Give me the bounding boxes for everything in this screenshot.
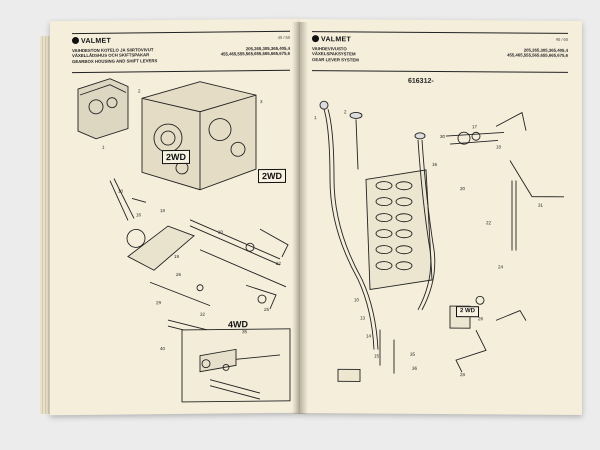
tag-2wd-upper: 2WD — [162, 149, 190, 165]
svg-text:35: 35 — [242, 329, 248, 334]
label-4wd: 4WD — [228, 319, 248, 330]
svg-text:2: 2 — [138, 88, 141, 93]
callout-numbers: 1 2 10 13 14 15 16 17 18 20 22 24 26 28 30 31 35 36 — [314, 109, 544, 377]
small-housing-drawing — [77, 78, 129, 140]
svg-text:10: 10 — [354, 297, 360, 302]
svg-text:14: 14 — [366, 333, 372, 338]
svg-text:18: 18 — [496, 144, 502, 149]
svg-text:26: 26 — [478, 316, 484, 321]
svg-text:15: 15 — [374, 354, 380, 359]
svg-text:20: 20 — [460, 186, 466, 191]
svg-text:29: 29 — [156, 300, 162, 305]
page-stack-edge — [40, 36, 52, 414]
tag-2wd: 2 WD — [456, 306, 479, 318]
svg-text:18: 18 — [160, 208, 166, 213]
gate-disc-stack-drawing — [349, 111, 433, 291]
svg-text:28: 28 — [460, 372, 466, 377]
svg-text:17: 17 — [472, 124, 478, 129]
svg-text:31: 31 — [538, 203, 544, 208]
svg-text:36: 36 — [412, 366, 418, 371]
left-page: VALMET 40 / 50 VAIHDESTON KOTELO JA SIIR… — [50, 18, 300, 416]
svg-text:26: 26 — [176, 272, 182, 277]
svg-text:2: 2 — [344, 109, 347, 114]
range-lever-drawing — [414, 132, 436, 311]
right-page: VALMET 40 / 60 VAIHDEVIVUSTO VÄXELSPAKSY… — [300, 19, 582, 415]
gear-lever-drawing — [319, 100, 379, 350]
svg-text:1: 1 — [314, 115, 317, 120]
svg-text:22: 22 — [486, 220, 492, 225]
svg-text:10: 10 — [118, 189, 124, 194]
svg-text:1: 1 — [102, 145, 105, 150]
tag-2wd-right: 2WD — [258, 168, 286, 184]
svg-text:30: 30 — [440, 134, 446, 139]
svg-text:25: 25 — [264, 307, 270, 312]
shift-rods-drawing — [109, 178, 289, 350]
svg-text:13: 13 — [360, 315, 366, 320]
4wd-inset-drawing — [181, 328, 291, 403]
svg-text:32: 32 — [200, 312, 206, 317]
svg-text:22: 22 — [276, 261, 282, 266]
left-exploded-diagram: 1 2 3 10 16 18 19 20 22 25 26 29 32 35 40 — [77, 78, 291, 403]
svg-text:19: 19 — [174, 254, 180, 259]
callout-numbers: 1 2 3 10 16 18 19 20 22 25 26 29 32 35 40 — [102, 88, 282, 351]
right-exploded-diagram: 1 2 10 13 14 15 16 17 18 20 22 24 26 28 30 31 35 36 — [314, 100, 564, 382]
svg-text:16: 16 — [432, 162, 438, 167]
gearbox-housing-drawing — [141, 81, 257, 191]
booklet-spine — [292, 22, 308, 414]
svg-text:40: 40 — [160, 346, 166, 351]
svg-text:24: 24 — [498, 264, 504, 269]
svg-text:3: 3 — [260, 99, 263, 104]
svg-text:20: 20 — [218, 229, 224, 234]
svg-text:16: 16 — [136, 212, 142, 217]
svg-text:35: 35 — [410, 352, 416, 357]
